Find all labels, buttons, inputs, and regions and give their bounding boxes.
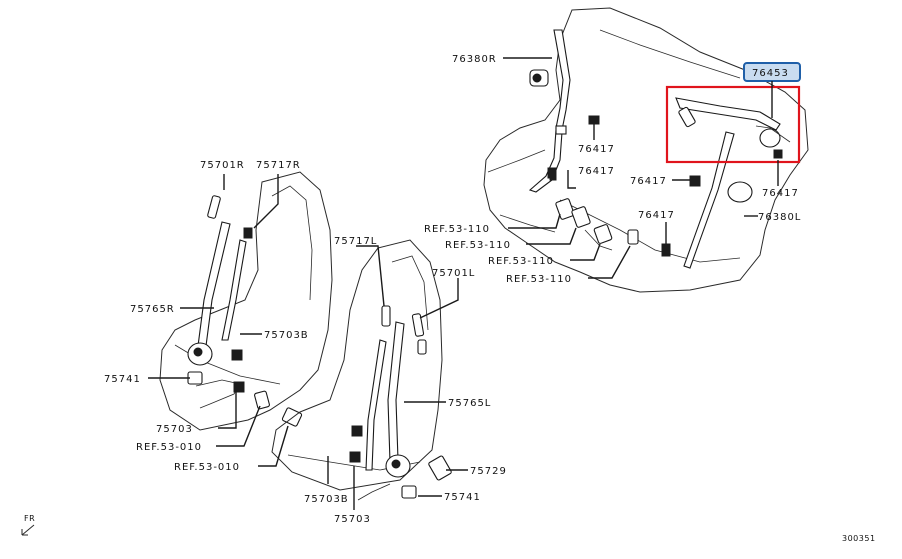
label-76417-a: 76417 <box>578 144 615 155</box>
label-75717R: 75717R <box>256 160 301 171</box>
label-ref-53-110-d: REF.53-110 <box>506 274 572 285</box>
front-right-belt-assembly <box>187 195 303 427</box>
label-76380L: 76380L <box>758 212 801 223</box>
label-75717L: 75717L <box>334 236 377 247</box>
label-75765L: 75765L <box>448 398 491 409</box>
front-label: FR <box>24 514 35 523</box>
front-direction-marker: FR <box>21 514 35 536</box>
drawing-code: 300351 <box>842 534 876 543</box>
label-76417-e: 76417 <box>638 210 675 221</box>
label-75703B-b: 75703B <box>304 494 349 505</box>
rear-seat-outline <box>483 7 809 293</box>
label-76417-b: 76417 <box>578 166 615 177</box>
label-76453: 76453 <box>752 68 789 79</box>
rear-left-belt-assembly <box>675 97 791 269</box>
label-75703B-a: 75703B <box>264 330 309 341</box>
front-right-seat-outline <box>159 171 333 431</box>
label-75701R: 75701R <box>200 160 245 171</box>
label-76380R: 76380R <box>452 54 497 65</box>
front-arrow-icon <box>21 524 35 536</box>
label-76417-c: 76417 <box>630 176 667 187</box>
label-ref-53-010-a: REF.53-010 <box>136 442 202 453</box>
label-75703-b: 75703 <box>334 514 371 525</box>
label-ref-53-110-a: REF.53-110 <box>424 224 490 235</box>
label-75741-b: 75741 <box>444 492 481 503</box>
label-ref-53-110-b: REF.53-110 <box>445 240 511 251</box>
label-ref-53-110-c: REF.53-110 <box>488 256 554 267</box>
label-75729: 75729 <box>470 466 507 477</box>
bolts-76417 <box>547 115 783 257</box>
rear-buckles <box>555 198 639 251</box>
label-75741-a: 75741 <box>104 374 141 385</box>
highlight-box <box>665 85 801 164</box>
label-75765R: 75765R <box>130 304 175 315</box>
part-callout-76453[interactable]: 76453 <box>743 62 801 82</box>
label-76417-d: 76417 <box>762 188 799 199</box>
label-ref-53-010-b: REF.53-010 <box>174 462 240 473</box>
front-left-belt-assembly <box>349 305 452 501</box>
leader-lines <box>148 57 779 510</box>
label-75703-a: 75703 <box>156 424 193 435</box>
label-75701L: 75701L <box>432 268 475 279</box>
part-labels: 76380R 76417 76417 76417 76417 76417 763… <box>104 54 801 525</box>
